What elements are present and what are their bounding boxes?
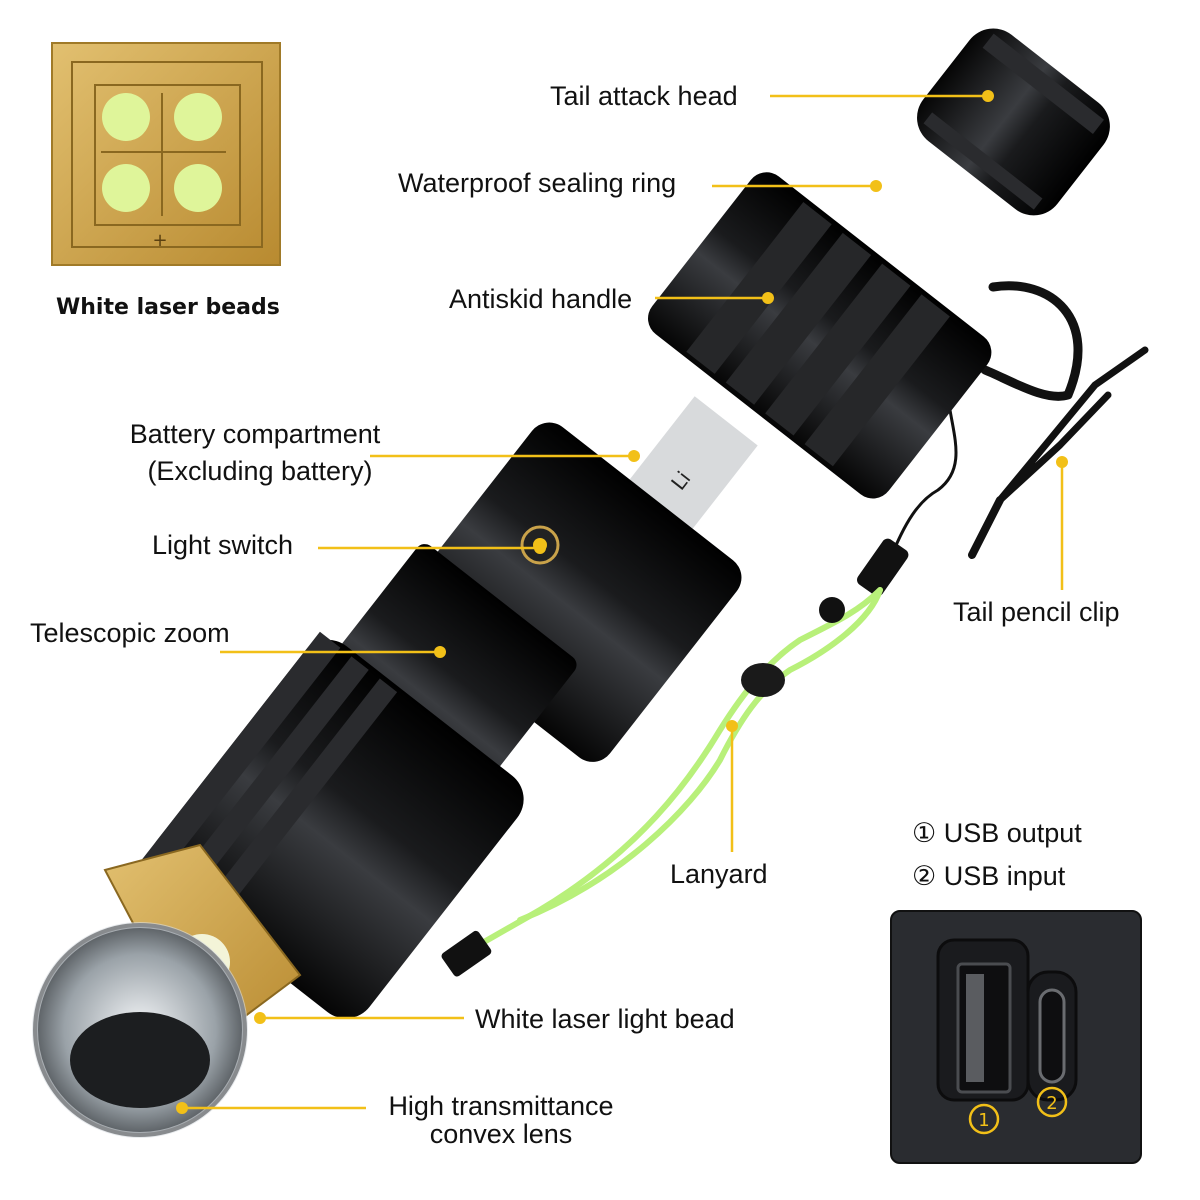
bead-icon <box>102 164 150 212</box>
usb-port-panel: 1 2 <box>890 910 1142 1164</box>
inset-caption: White laser beads <box>56 295 280 320</box>
callout-lines <box>176 90 1068 1114</box>
port-legend: ① USB output ② USB input <box>912 812 1082 898</box>
label-lanyard: Lanyard <box>670 859 768 889</box>
label-light-switch: Light switch <box>152 530 294 560</box>
svg-text:+: + <box>152 230 167 251</box>
legend-usb-output: ① USB output <box>912 818 1082 848</box>
label-antiskid-handle: Antiskid handle <box>449 284 633 314</box>
label-battery-note: (Excluding battery) <box>147 456 373 486</box>
label-tail-attack-head: Tail attack head <box>550 81 738 111</box>
label-lens-line1: High transmittance <box>388 1091 614 1121</box>
bead-icon <box>102 93 150 141</box>
pencil-clip <box>968 281 1149 559</box>
label-tail-pencil-clip: Tail pencil clip <box>953 597 1120 627</box>
bead-icon <box>174 93 222 141</box>
convex-lens <box>32 922 248 1138</box>
label-lens-line2: convex lens <box>429 1119 573 1149</box>
legend-usb-input: ② USB input <box>912 861 1066 891</box>
usb-c-port-icon <box>1038 988 1066 1084</box>
label-waterproof-ring: Waterproof sealing ring <box>398 168 677 198</box>
svg-text:2: 2 <box>1046 1093 1057 1114</box>
svg-text:1: 1 <box>978 1110 989 1131</box>
label-battery-compartment: Battery compartment <box>129 419 381 449</box>
label-white-laser-bead: White laser light bead <box>475 1004 735 1034</box>
laser-beads-inset: + <box>51 42 281 266</box>
flashlight-body: Li <box>141 28 1110 1019</box>
bead-icon <box>174 164 222 212</box>
label-telescopic-zoom: Telescopic zoom <box>30 618 230 648</box>
